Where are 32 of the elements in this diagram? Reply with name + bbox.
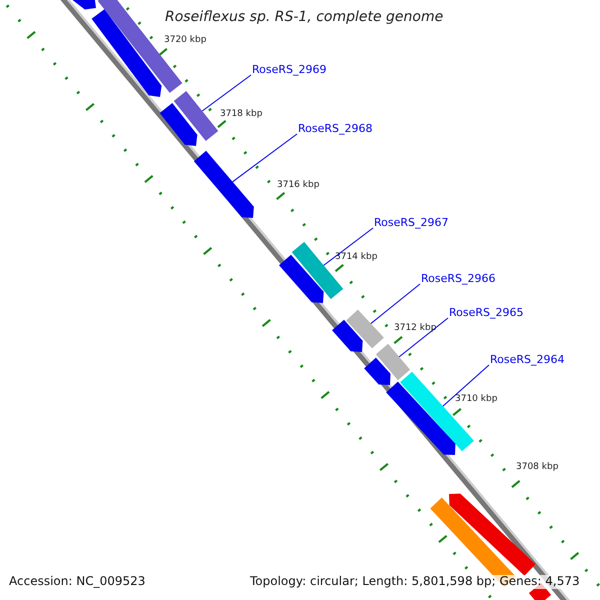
leader-line [398, 318, 448, 358]
gene-block [364, 358, 390, 385]
gene-label: RoseRS_2966 [421, 273, 496, 286]
gene-label: RoseRS_2968 [298, 123, 372, 136]
scale-label: 3714 kbp [335, 252, 378, 262]
gene-block [160, 103, 198, 146]
gene-label: RoseRS_2965 [449, 307, 524, 320]
footer-text: Topology: circular; Length: 5,801,598 bp; Genes: 4,573 [250, 575, 580, 589]
scale-label: 3716 kbp [277, 180, 320, 190]
leader-line [232, 134, 298, 182]
gene-block [279, 254, 324, 303]
gene-label: RoseRS_2967 [374, 217, 448, 230]
gene-block [449, 494, 536, 576]
gene-label: RoseRS_2964 [490, 354, 564, 367]
gene-block [376, 344, 410, 380]
scale-label: 3718 kbp [220, 109, 262, 120]
gene-block [332, 320, 363, 352]
leader-line [323, 228, 374, 266]
leader-line [442, 364, 490, 407]
map-title: Roseiflexus sp. RS-1, complete genome [165, 9, 444, 26]
scale-label: 3710 kbp [455, 394, 498, 404]
gene-label: RoseRS_2969 [252, 64, 326, 77]
footer-text: Accession: NC_009523 [9, 575, 146, 589]
gene-block [174, 91, 218, 141]
gene-block [92, 9, 162, 97]
scale-label: 3708 kbp [516, 462, 558, 472]
gene-block [346, 310, 384, 348]
gene-block [194, 150, 254, 218]
scale-label: 3712 kbp [394, 323, 436, 334]
leader-line [202, 74, 252, 112]
gene-block [386, 382, 456, 455]
scale-label: 3720 kbp [164, 35, 206, 46]
